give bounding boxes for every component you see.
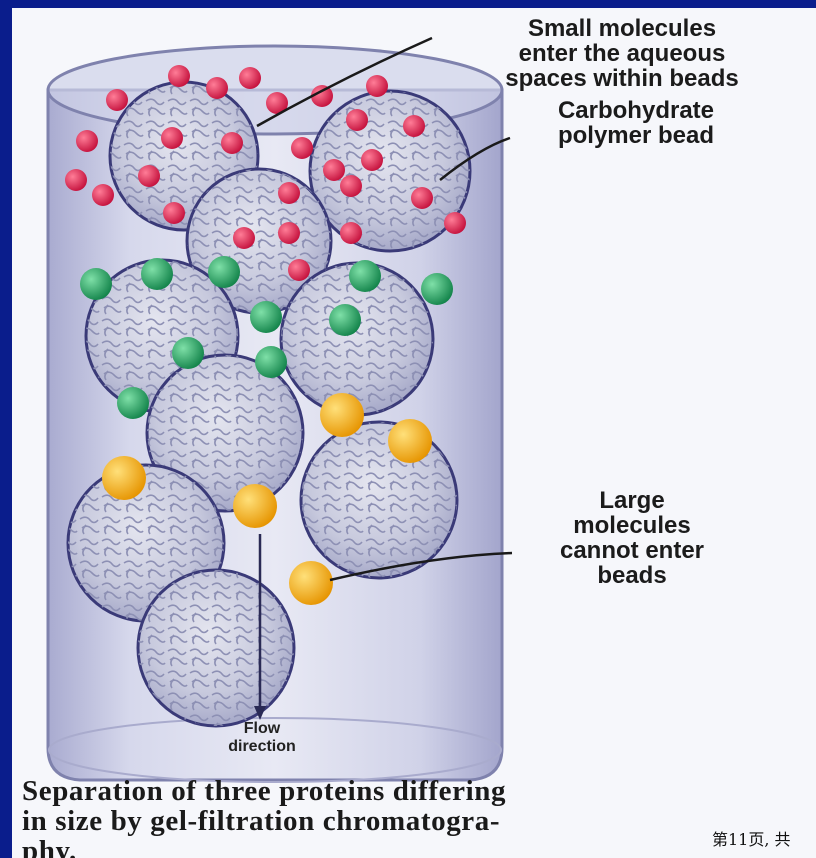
small-protein-molecule — [411, 187, 433, 209]
label-line: cannot enter — [502, 538, 762, 563]
large-protein-molecule — [102, 456, 146, 500]
caption-line: in size by gel-filtration chromatogra- — [22, 806, 782, 836]
label-line: beads — [502, 563, 762, 588]
medium-protein-molecule — [255, 346, 287, 378]
small-protein-molecule — [163, 202, 185, 224]
small-protein-molecule — [106, 89, 128, 111]
flow-direction-label: Flow direction — [202, 720, 322, 756]
page-number: 第11页, 共 — [712, 826, 804, 850]
medium-protein-molecule — [117, 387, 149, 419]
large-protein-molecule — [320, 393, 364, 437]
label-line: polymer bead — [486, 123, 786, 148]
polymer-bead — [138, 570, 294, 726]
label-line: spaces within beads — [432, 66, 812, 91]
label-line: enter the aqueous — [432, 41, 812, 66]
small-protein-molecule — [65, 169, 87, 191]
small-protein-molecule — [323, 159, 345, 181]
bead-label: Carbohydrate polymer bead — [486, 98, 786, 148]
small-protein-molecule — [291, 137, 313, 159]
small-protein-molecule — [444, 212, 466, 234]
small-protein-molecule — [221, 132, 243, 154]
medium-protein-molecule — [250, 301, 282, 333]
medium-protein-molecule — [421, 273, 453, 305]
small-protein-molecule — [239, 67, 261, 89]
medium-protein-molecule — [141, 258, 173, 290]
figure-caption: Separation of three proteins differing i… — [22, 776, 782, 858]
medium-protein-molecule — [172, 337, 204, 369]
small-protein-molecule — [138, 165, 160, 187]
small-protein-molecule — [76, 130, 98, 152]
small-protein-molecule — [233, 227, 255, 249]
label-line: Carbohydrate — [486, 98, 786, 123]
small-protein-molecule — [278, 222, 300, 244]
medium-protein-molecule — [329, 304, 361, 336]
small-protein-molecule — [340, 175, 362, 197]
label-line: Large — [502, 488, 762, 513]
label-line: Flow — [202, 720, 322, 738]
small-protein-molecule — [361, 149, 383, 171]
large-protein-molecule — [388, 419, 432, 463]
caption-line: phy. — [22, 836, 782, 858]
small-protein-molecule — [206, 77, 228, 99]
large-molecules-label: Large molecules cannot enter beads — [502, 488, 762, 588]
polymer-bead — [301, 422, 457, 578]
small-protein-molecule — [168, 65, 190, 87]
small-protein-molecule — [288, 259, 310, 281]
small-protein-molecule — [161, 127, 183, 149]
medium-protein-molecule — [80, 268, 112, 300]
large-protein-molecule — [233, 484, 277, 528]
small-protein-molecule — [366, 75, 388, 97]
large-protein-molecule — [289, 561, 333, 605]
slide: Small molecules enter the aqueous spaces… — [12, 8, 816, 858]
medium-protein-molecule — [208, 256, 240, 288]
small-protein-molecule — [403, 115, 425, 137]
caption-line: Separation of three proteins differing — [22, 776, 782, 806]
label-line: direction — [202, 738, 322, 756]
label-line: Small molecules — [432, 16, 812, 41]
medium-protein-molecule — [349, 260, 381, 292]
small-molecules-label: Small molecules enter the aqueous spaces… — [432, 16, 812, 91]
small-protein-molecule — [346, 109, 368, 131]
small-protein-molecule — [340, 222, 362, 244]
small-protein-molecule — [92, 184, 114, 206]
small-protein-molecule — [278, 182, 300, 204]
label-line: molecules — [502, 513, 762, 538]
